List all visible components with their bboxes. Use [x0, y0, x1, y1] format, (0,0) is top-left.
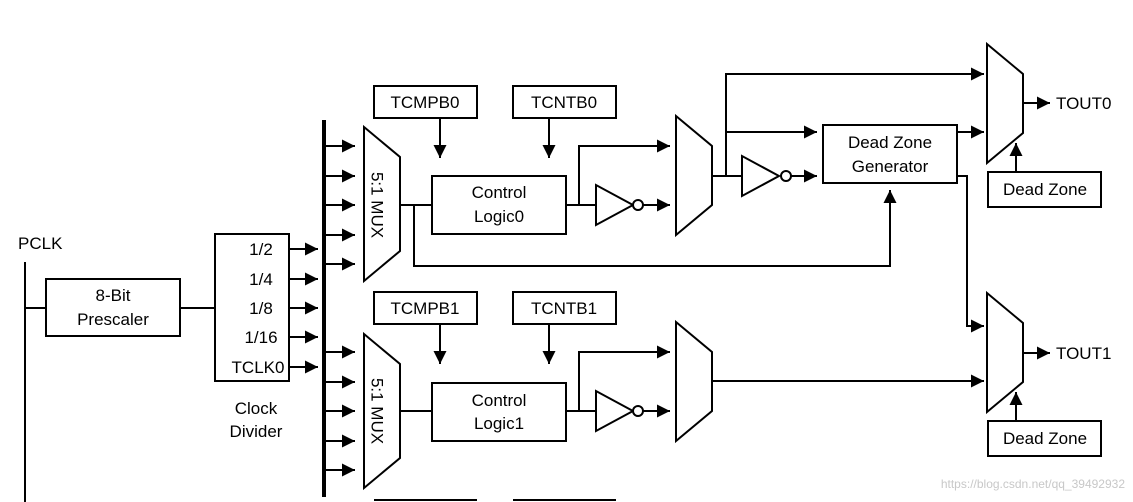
dead-zone-generator-label-line2: Generator [852, 157, 929, 176]
tcmpb1-box [373, 291, 478, 325]
output-mux1-shape [675, 319, 713, 444]
pclk-label: PCLK [18, 234, 63, 253]
control-logic0-direct-arrow [578, 139, 670, 205]
tout0-label: TOUT0 [1056, 94, 1111, 113]
mux0-shape [363, 124, 401, 284]
dead-zone-generator-label-line1: Dead Zone [848, 133, 932, 152]
inverter1-bubble [632, 405, 644, 417]
inverter0-shape [595, 183, 636, 227]
inverter2-bubble [780, 170, 792, 182]
tout1-mux-shape [986, 290, 1024, 415]
tcmpb1-label: TCMPB1 [391, 299, 460, 318]
control-logic1-label-line1: Control [472, 391, 527, 410]
control-logic1-direct-arrow [578, 345, 670, 411]
inverter1-shape [595, 389, 636, 433]
clock-divider-box [214, 233, 290, 382]
tcntb1-label: TCNTB1 [531, 299, 597, 318]
control-logic0-label-line1: Control [472, 183, 527, 202]
mux0-to-dead-zone-generator-arrow [413, 190, 897, 267]
control-logic0-label-line2: Logic0 [474, 207, 524, 226]
mux0-label: 5:1 MUX [368, 172, 387, 238]
divider-out-1-16-label: 1/16 [244, 328, 277, 347]
control-logic0-box [431, 175, 567, 235]
prescaler-label-line1: 8-Bit [96, 286, 131, 305]
inverter0-bubble [632, 199, 644, 211]
tcntb0-label: TCNTB0 [531, 93, 597, 112]
dead-zone1-label: Dead Zone [1003, 429, 1087, 448]
clock-divider-caption-line2: Divider [230, 422, 283, 441]
inverter2-shape [741, 154, 782, 198]
dead-zone-generator-box [822, 124, 958, 184]
control-logic1-label-line2: Logic1 [474, 414, 524, 433]
mux1-label: 5:1 MUX [368, 378, 387, 444]
tcmpb0-label: TCMPB0 [391, 93, 460, 112]
divider-out-1-4-label: 1/4 [249, 270, 273, 289]
dead-zone0-box [987, 171, 1102, 208]
dead-zone1-box [987, 420, 1102, 457]
dead-zone0-label: Dead Zone [1003, 180, 1087, 199]
generator-to-tout1-mux-arrow [957, 175, 984, 333]
divider-out-tclk0-label: TCLK0 [232, 358, 285, 377]
output-mux0-shape [675, 113, 713, 238]
tcntb0-box [512, 85, 617, 119]
tout0-mux-shape [986, 41, 1024, 166]
watermark-text: https://blog.csdn.net/qq_39492932 [941, 477, 1125, 491]
mux1-shape [363, 331, 401, 491]
divider-out-1-8-label: 1/8 [249, 299, 273, 318]
tcmpb0-box [373, 85, 478, 119]
tout0-direct-arrow [725, 67, 984, 176]
clock-divider-caption-line1: Clock [235, 399, 278, 418]
prescaler-label-line2: Prescaler [77, 310, 149, 329]
tcntb1-box [512, 291, 617, 325]
tout1-label: TOUT1 [1056, 344, 1111, 363]
divider-out-1-2-label: 1/2 [249, 240, 273, 259]
control-logic1-box [431, 382, 567, 442]
